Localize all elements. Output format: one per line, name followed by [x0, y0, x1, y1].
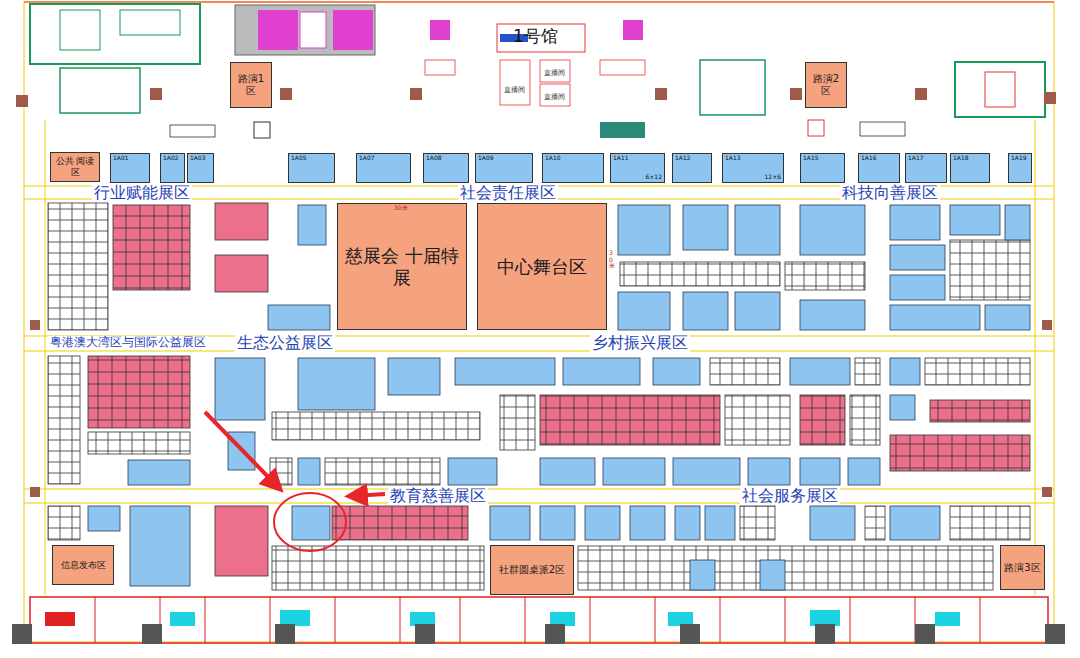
booth-number: 1A02 — [163, 155, 182, 162]
booth-number: 1A15 — [803, 155, 842, 162]
booth-number: 1A13 — [725, 155, 781, 162]
booth-number: 1A12 — [675, 155, 709, 162]
zone-name: 乡村振兴展区 — [590, 334, 690, 352]
zone-name: 生态公益展区 — [235, 334, 335, 352]
booth-number: 1A09 — [478, 155, 530, 162]
booth-box: 1A01 — [110, 153, 150, 183]
bottom-entrance-band — [12, 597, 1065, 644]
blue-booth — [88, 205, 1030, 590]
zone-name: 路演2区 — [809, 73, 843, 97]
booth-box: 1A03 — [187, 153, 214, 183]
booth-number: 1A16 — [861, 155, 897, 162]
zone-name: 社会服务展区 — [740, 487, 840, 505]
zone-box: 路演1区 — [230, 62, 272, 108]
dimension: 30米 — [609, 250, 615, 270]
booth-box: 1A11 6×12 — [610, 153, 665, 183]
zone-name: 教育慈善展区 — [388, 487, 488, 505]
room-name: 直播间 — [542, 69, 567, 77]
booth-number: 1A07 — [359, 155, 408, 162]
booth-number: 1A19 — [1011, 155, 1029, 162]
booth-box: 1A15 — [800, 153, 845, 183]
booth-box: 1A09 — [475, 153, 533, 183]
zone-name: 信息发布区 — [61, 560, 106, 571]
zone-name: 中心舞台区 — [497, 256, 587, 278]
hall-outline — [24, 2, 1054, 642]
room-name: 直播间 — [542, 93, 567, 101]
zone-name: 粤港澳大湾区与国际公益展区 — [48, 336, 208, 349]
pink-booth — [215, 203, 268, 576]
booth-box: 1A12 — [672, 153, 712, 183]
booth-number: 1A11 — [613, 155, 662, 162]
booth-number: 1A03 — [190, 155, 211, 162]
zone-name: 行业赋能展区 — [92, 184, 192, 202]
booth-box: 1A05 — [288, 153, 335, 183]
zone-box: 公共 阅读区 — [50, 152, 100, 182]
zone-box: 慈展会 十届特展 — [337, 203, 467, 330]
zone-box: 社群圆桌派2区 — [490, 545, 574, 595]
booth-box: 1A16 — [858, 153, 900, 183]
zone-box: 路演2区 — [805, 62, 847, 108]
zone-box: 路演3区 — [1000, 545, 1045, 590]
highlight-annotation — [205, 412, 385, 551]
zone-name: 公共 阅读区 — [54, 156, 96, 178]
booth-size: 12×6 — [765, 174, 781, 181]
zone-box: 信息发布区 — [52, 545, 114, 585]
zone-name: 社会责任展区 — [458, 184, 558, 202]
booth-number: 1A10 — [545, 155, 601, 162]
white-booth-grid — [48, 203, 1030, 590]
booth-box: 1A08 — [423, 153, 469, 183]
zone-name: 路演1区 — [234, 73, 268, 97]
booth-box: 1A18 — [950, 153, 990, 183]
booth-number: 1A08 — [426, 155, 466, 162]
booth-box: 1A13 12×6 — [722, 153, 784, 183]
room-name: 直播间 — [502, 86, 527, 94]
booth-box: 1A19 — [1008, 153, 1032, 183]
booth-box: 1A17 — [905, 153, 947, 183]
zone-name: 社群圆桌派2区 — [499, 564, 565, 576]
zone-name: 科技向善展区 — [840, 184, 940, 202]
booth-box: 1A10 — [542, 153, 604, 183]
booth-number: 1A17 — [908, 155, 944, 162]
dimension: 30米 — [392, 205, 410, 212]
booth-size: 6×12 — [646, 174, 662, 181]
booth-box: 1A07 — [356, 153, 411, 183]
hall-name: 1号馆 — [511, 27, 560, 47]
booth-number: 1A18 — [953, 155, 987, 162]
zone-box: 中心舞台区 — [477, 203, 607, 330]
booth-box: 1A02 — [160, 153, 185, 183]
zone-name: 路演3区 — [1004, 562, 1040, 574]
booth-number: 1A05 — [291, 155, 332, 162]
booth-number: 1A01 — [113, 155, 147, 162]
top-structures — [16, 4, 1056, 497]
zone-name: 慈展会 十届特展 — [341, 245, 463, 288]
